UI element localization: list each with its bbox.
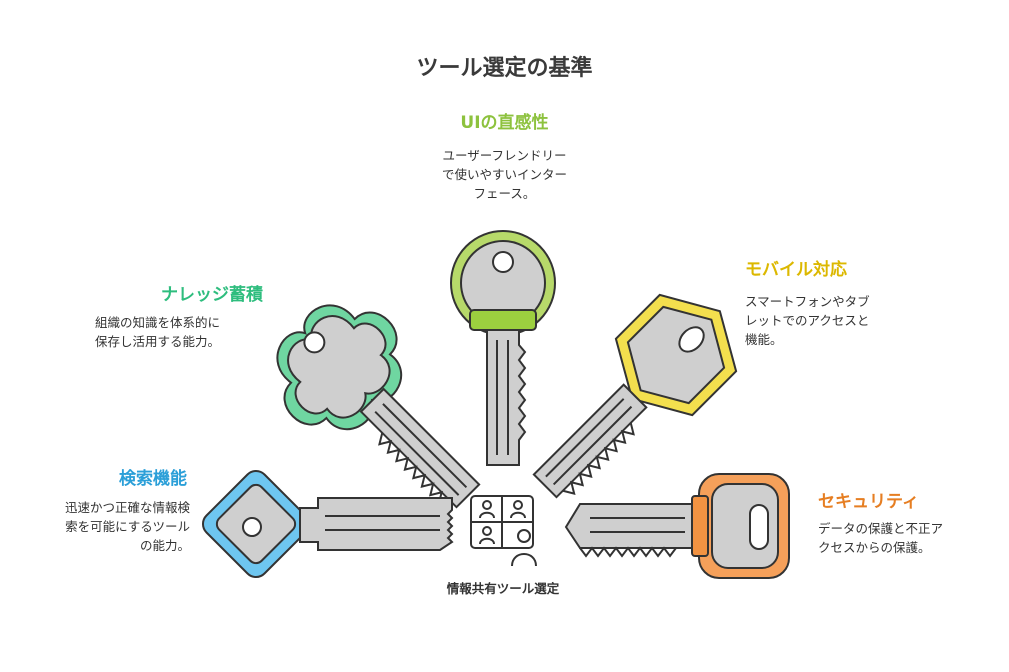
- security-key-icon: [564, 473, 790, 579]
- criterion-heading-security: セキュリティ: [818, 492, 919, 512]
- search-function-key-icon: [201, 469, 454, 579]
- criterion-heading-knowledge: ナレッジ蓄積: [161, 285, 263, 305]
- criterion-description-ui: ユーザーフレンドリー で使いやすいインター フェース。: [441, 148, 567, 201]
- criterion-heading-search: 検索機能: [119, 469, 187, 489]
- criterion-description-knowledge: 組織の知識を体系的に 保存し活用する能力。: [95, 315, 221, 349]
- criterion-description-mobile: スマートフォンやタブ レットでのアクセスと 機能。: [745, 294, 870, 347]
- page-title: ツール選定の基準: [416, 56, 593, 81]
- knowledge-accumulation-key-icon: [276, 304, 481, 509]
- criterion-description-search: 迅速かつ正確な情報検 索を可能にするツール の能力。: [64, 500, 190, 553]
- criterion-heading-mobile: モバイル対応: [745, 260, 847, 280]
- center-label: 情報共有ツール選定: [446, 581, 560, 596]
- ui-intuitiveness-key-icon: [450, 230, 556, 466]
- mobile-support-key-icon: [532, 293, 738, 499]
- criterion-description-security: データの保護と不正ア クセスからの保護。: [818, 521, 944, 555]
- criterion-heading-ui: UIの直感性: [460, 113, 549, 133]
- team-meeting-icon: [470, 495, 537, 567]
